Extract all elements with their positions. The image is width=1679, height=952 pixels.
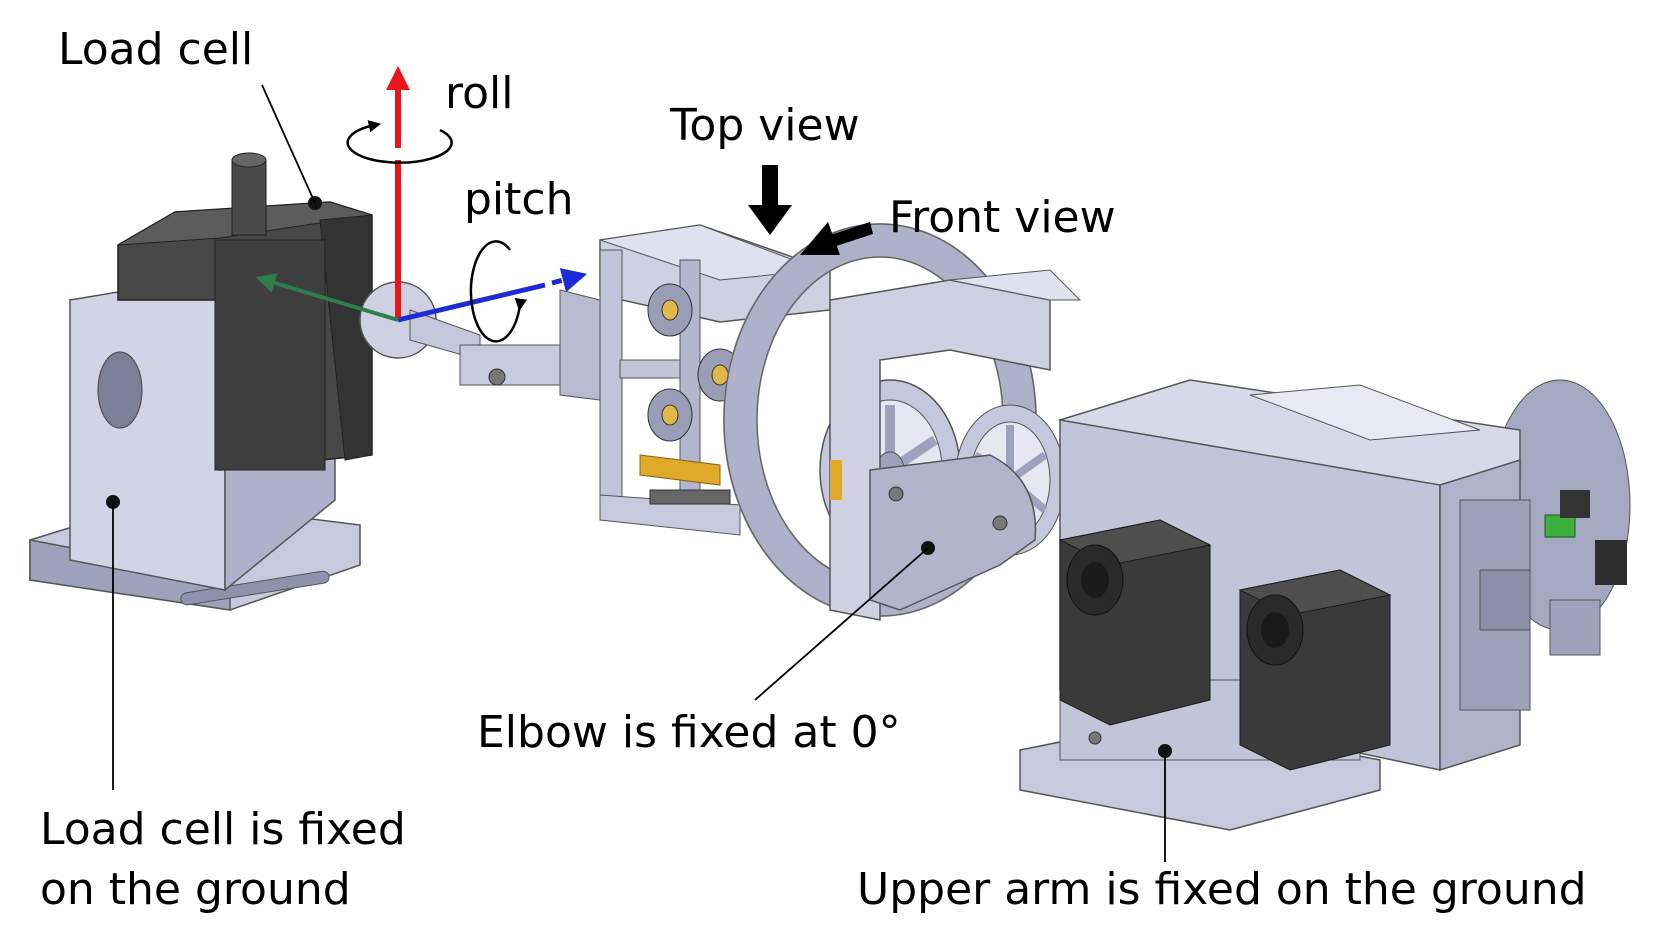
label-front-view: Front view <box>889 192 1116 243</box>
label-load-cell-fixed-line2: on the ground <box>40 864 351 915</box>
arrow-front-view-icon <box>800 222 873 255</box>
coordinate-axes <box>255 66 588 343</box>
label-upper-arm-fixed: Upper arm is fixed on the ground <box>857 864 1587 915</box>
elbow-joint <box>723 223 1082 621</box>
label-elbow-fixed: Elbow is fixed at 0° <box>477 707 901 758</box>
motor-left <box>1058 519 1212 726</box>
label-pitch: pitch <box>464 174 574 225</box>
load-cell-bracket <box>69 279 226 591</box>
label-load-cell-fixed-line1: Load cell is fixed <box>40 804 406 855</box>
arrow-top-view-icon <box>748 165 792 235</box>
roll-rotation-icon <box>346 120 453 164</box>
label-load-cell: Load cell <box>58 24 254 75</box>
load-cell-assembly <box>29 152 373 611</box>
yaw-axis-arrow <box>255 273 399 322</box>
label-roll: roll <box>445 68 514 119</box>
upper-arm-assembly <box>1019 379 1631 831</box>
label-top-view: Top view <box>670 100 860 151</box>
leader-lines <box>112 84 1166 862</box>
pitch-rotation-icon <box>469 240 528 343</box>
load-cell-post <box>231 159 267 236</box>
motor-right <box>1238 569 1392 771</box>
gold-sensor-part <box>639 454 721 486</box>
elbow-plate <box>869 454 1037 611</box>
green-connector <box>1544 514 1576 538</box>
